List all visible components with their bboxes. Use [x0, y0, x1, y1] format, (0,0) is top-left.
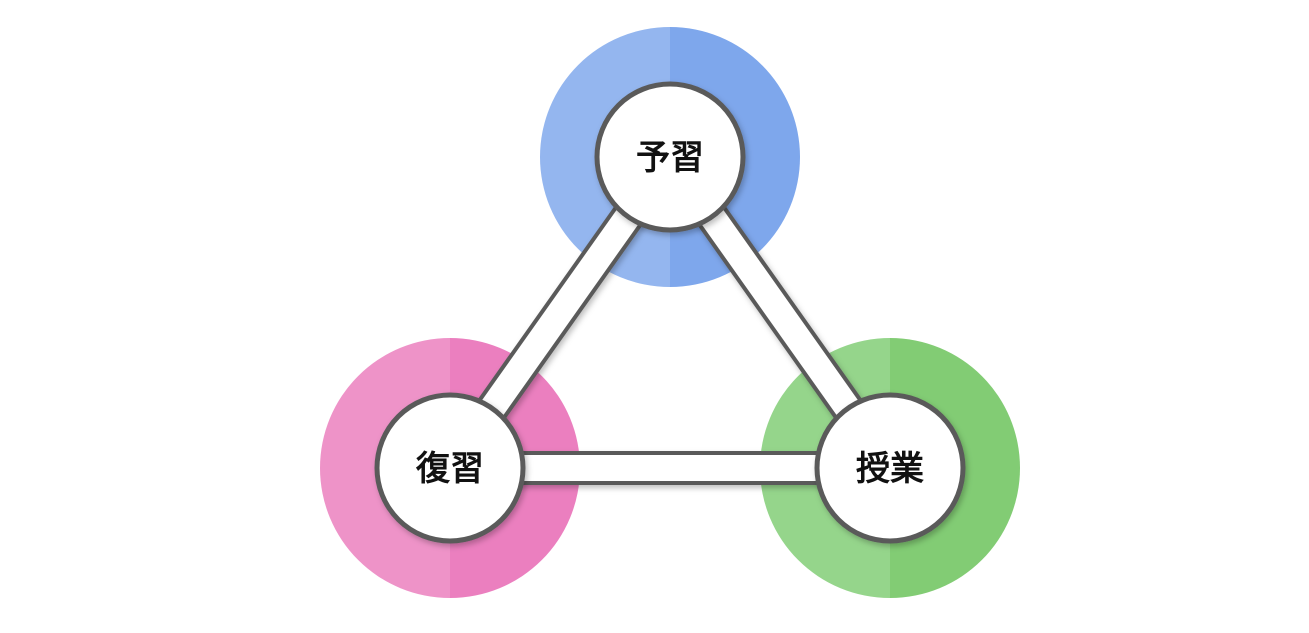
node-fukushu: 復習	[374, 392, 526, 544]
node-jugyo: 授業	[814, 392, 966, 544]
node-yoshu: 予習	[594, 81, 746, 233]
node-yoshu-label: 予習	[636, 138, 704, 178]
node-fukushu-label: 復習	[415, 449, 484, 489]
node-jugyo-label: 授業	[856, 449, 924, 489]
